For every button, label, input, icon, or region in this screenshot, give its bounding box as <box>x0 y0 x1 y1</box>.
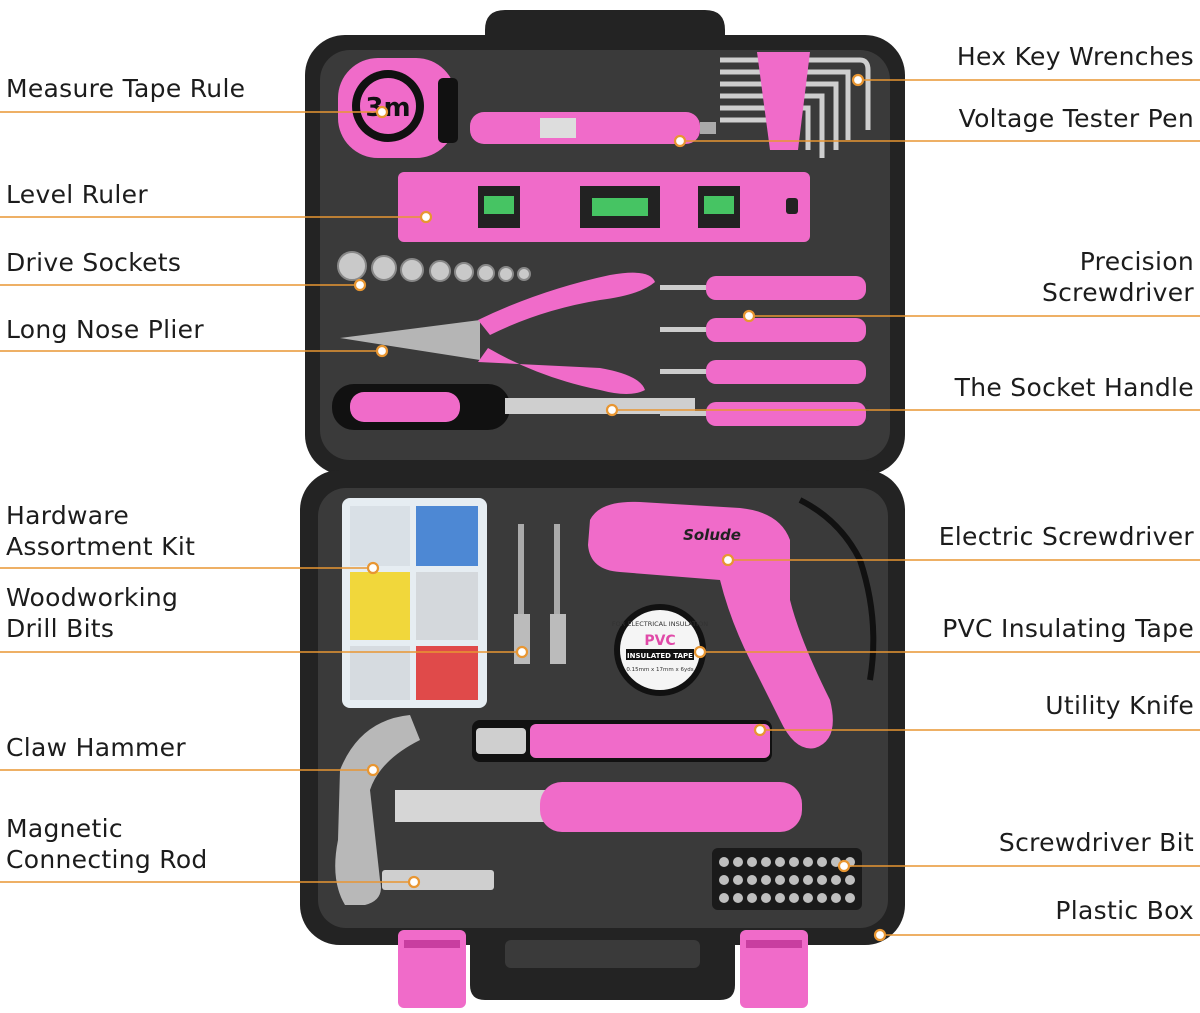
callout-dot-hex-keys <box>851 73 865 87</box>
tape-title: PVC <box>644 633 675 649</box>
label-long-nose-plier: Long Nose Plier <box>6 315 204 344</box>
callout-dot-plastic-box <box>873 928 887 942</box>
precision-screwdriver-tool <box>660 276 866 426</box>
latch-left <box>398 930 466 1008</box>
hardware-kit-tool <box>342 498 487 708</box>
label-drive-sockets: Drive Sockets <box>6 248 182 277</box>
measure-tape-tool: 3m <box>338 58 458 158</box>
callout-dot-utility-knife <box>753 723 767 737</box>
label-claw-hammer: Claw Hammer <box>6 733 186 762</box>
label-screwdriver-bit: Screwdriver Bit <box>998 828 1194 857</box>
callout-lines <box>0 73 1200 942</box>
callout-dot-hardware-kit <box>366 561 380 575</box>
label-voltage-tester: Voltage Tester Pen <box>958 104 1194 133</box>
latch-right <box>740 930 808 1008</box>
callout-dot-pvc-tape <box>693 645 707 659</box>
label-utility-knife: Utility Knife <box>1045 691 1194 720</box>
tape-measure-marking: 3m <box>365 93 410 123</box>
level-ruler-tool <box>398 172 810 242</box>
callout-dot-drive-sockets <box>353 278 367 292</box>
callout-dot-screwdriver-bit <box>837 859 851 873</box>
label-electric-screwdriver: Electric Screwdriver <box>938 522 1194 551</box>
connecting-rod-tool <box>382 870 494 890</box>
label-connecting-rod: Magnetic Connecting Rod <box>6 814 208 874</box>
callout-dot-electric-screwdriver <box>721 553 735 567</box>
brand-text: Solude <box>683 526 741 544</box>
claw-hammer-tool <box>335 715 802 905</box>
label-hex-keys: Hex Key Wrenches <box>956 42 1194 71</box>
callout-dot-drill-bits <box>515 645 529 659</box>
callout-dot-measure-tape <box>375 105 389 119</box>
drive-sockets-tool <box>337 251 531 282</box>
utility-knife-tool <box>472 720 772 762</box>
label-drill-bits: Woodworking Drill Bits <box>6 583 179 643</box>
label-precision-screwdriver: Precision Screwdriver <box>1041 247 1194 307</box>
label-measure-tape: Measure Tape Rule <box>6 74 246 103</box>
callout-dot-connecting-rod <box>407 875 421 889</box>
label-hardware-kit: Hardware Assortment Kit <box>6 501 196 561</box>
callout-dot-level-ruler <box>419 210 433 224</box>
tape-spec: 0.15mm x 17mm x 6yds <box>626 667 693 673</box>
label-level-ruler: Level Ruler <box>6 180 148 209</box>
label-socket-handle: The Socket Handle <box>954 373 1194 402</box>
callout-dot-voltage-tester <box>673 134 687 148</box>
callout-dot-socket-handle <box>605 403 619 417</box>
socket-handle-tool <box>332 384 695 430</box>
pvc-tape-tool: FOR ELECTRICAL INSULATION PVC INSULATED … <box>612 604 708 696</box>
tape-header: FOR ELECTRICAL INSULATION <box>612 620 708 628</box>
callout-dot-claw-hammer <box>366 763 380 777</box>
label-pvc-tape: PVC Insulating Tape <box>942 614 1194 643</box>
callout-dot-long-nose-plier <box>375 344 389 358</box>
voltage-tester-tool <box>470 112 716 144</box>
long-nose-plier-tool <box>340 272 655 394</box>
label-plastic-box: Plastic Box <box>1055 896 1194 925</box>
screwdriver-bits-tool <box>712 848 862 910</box>
callout-dot-precision-screwdriver <box>742 309 756 323</box>
tape-subtitle: INSULATED TAPE <box>627 652 693 660</box>
